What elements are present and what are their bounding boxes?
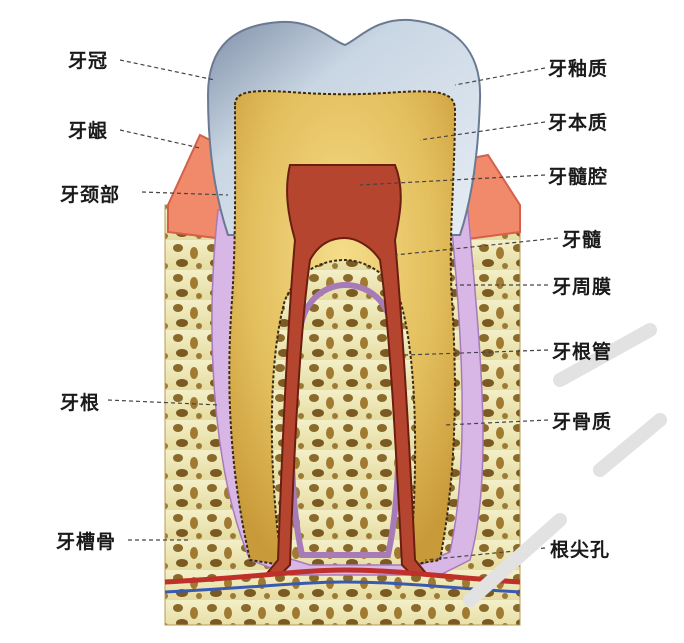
inter-root-bone — [292, 285, 398, 555]
label-apical-foramen: 根尖孔 — [550, 535, 610, 562]
label-root: 牙根 — [60, 388, 100, 415]
label-pulp-cavity: 牙髓腔 — [548, 162, 608, 189]
label-gingiva: 牙龈 — [68, 116, 108, 143]
label-cementum: 牙骨质 — [552, 407, 612, 434]
label-crown: 牙冠 — [68, 46, 108, 73]
label-dentin: 牙本质 — [548, 108, 608, 135]
label-root-canal: 牙根管 — [552, 337, 612, 364]
label-alveolar-bone: 牙槽骨 — [56, 527, 116, 554]
label-enamel: 牙釉质 — [548, 54, 608, 81]
label-periodontal-membrane: 牙周膜 — [552, 272, 612, 299]
leader-gingiva — [120, 130, 200, 148]
label-pulp: 牙髓 — [562, 225, 602, 252]
leader-crown — [120, 60, 215, 80]
label-neck: 牙颈部 — [60, 180, 120, 207]
